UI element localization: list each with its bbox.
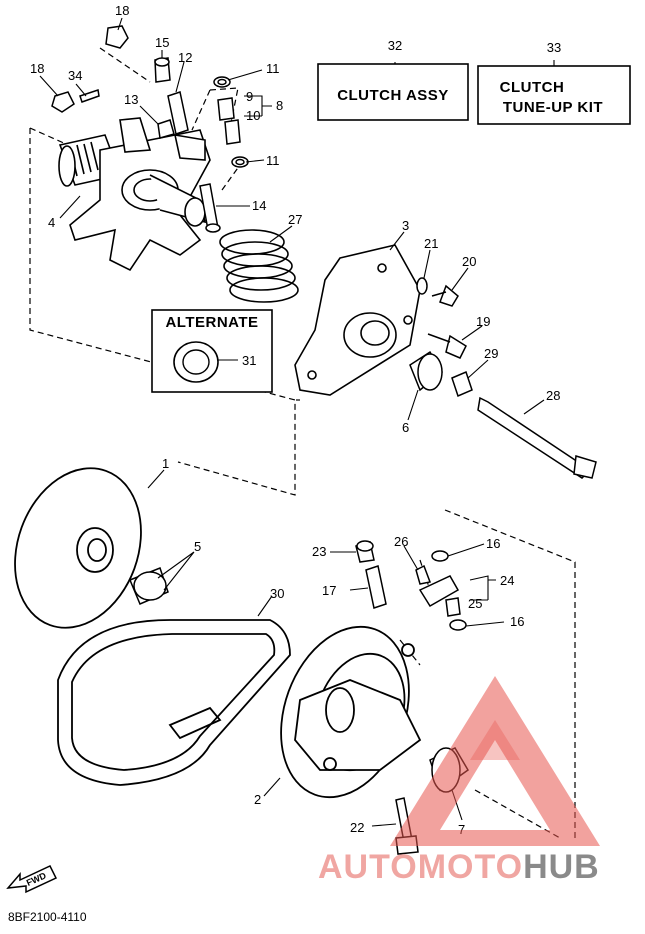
bushing-halves — [129, 567, 169, 605]
alternate-box: ALTERNATE 31 — [151, 309, 273, 393]
watermark-part1: AUTOMOTO — [318, 848, 524, 886]
callout-31: 31 — [242, 353, 256, 368]
callout-1: 1 — [162, 456, 169, 471]
callout-23: 23 — [312, 544, 326, 559]
callout-24: 24 — [500, 573, 514, 588]
callout-5: 5 — [194, 539, 201, 554]
primary-spider-hub — [58, 117, 211, 272]
callout-27: 27 — [288, 212, 302, 227]
watermark-triangle-logo — [390, 676, 600, 846]
callout-11b: 11 — [266, 153, 280, 168]
drive-belt — [57, 619, 291, 786]
callout-15: 15 — [155, 35, 169, 50]
movable-sheave — [280, 625, 422, 799]
callout-26: 26 — [394, 534, 408, 549]
callout-30: 30 — [270, 586, 284, 601]
callout-22: 22 — [350, 820, 364, 835]
forward-arrow-icon: FWD — [6, 865, 58, 894]
callout-18a: 18 — [115, 3, 129, 18]
clutch-cover — [294, 244, 421, 396]
callout-14: 14 — [252, 198, 266, 213]
fixed-sheave — [14, 467, 142, 629]
drawing-code: 8BF2100-4110 — [8, 910, 87, 924]
clutch-assy-box: CLUTCH ASSY 32 — [317, 38, 469, 121]
callout-20: 20 — [462, 254, 476, 269]
tune-up-line1: CLUTCH — [500, 79, 565, 96]
callout-10: 10 — [246, 108, 260, 123]
callout-19: 19 — [476, 314, 490, 329]
callout-21: 21 — [424, 236, 438, 251]
callout-13: 13 — [124, 92, 138, 107]
leader-lines — [39, 17, 555, 827]
callout-4: 4 — [48, 215, 55, 230]
callout-16b: 16 — [510, 614, 524, 629]
callout-34: 34 — [68, 68, 82, 83]
callout-25: 25 — [468, 596, 482, 611]
cover-hardware — [409, 277, 597, 479]
callout-29: 29 — [484, 346, 498, 361]
clutch-spring — [219, 229, 299, 303]
callout-8: 8 — [276, 98, 283, 113]
callout-28: 28 — [546, 388, 560, 403]
callout-11a: 11 — [266, 61, 280, 76]
clutch-assy-label: CLUTCH ASSY — [337, 87, 449, 104]
callout-18b: 18 — [30, 61, 44, 76]
alternate-title: ALTERNATE — [165, 314, 258, 331]
callout-12: 12 — [178, 50, 192, 65]
callout-33: 33 — [547, 40, 561, 55]
callout-numbers: 18 18 15 12 34 13 11 9 10 8 11 4 14 27 3… — [30, 3, 560, 837]
tune-up-kit-box: CLUTCH TUNE-UP KIT 33 — [477, 40, 631, 125]
callout-16a: 16 — [486, 536, 500, 551]
callout-7: 7 — [458, 822, 465, 837]
callout-6: 6 — [402, 420, 409, 435]
tune-up-line2: TUNE-UP KIT — [503, 99, 603, 116]
callout-32: 32 — [388, 38, 402, 53]
callout-2: 2 — [254, 792, 261, 807]
watermark-part2: HUB — [523, 848, 600, 886]
callout-17: 17 — [322, 583, 336, 598]
callout-9: 9 — [246, 89, 253, 104]
small-hardware-upper — [51, 25, 249, 233]
watermark-wordmark: AUTOMOTOHUB — [318, 848, 600, 887]
callout-3: 3 — [402, 218, 409, 233]
